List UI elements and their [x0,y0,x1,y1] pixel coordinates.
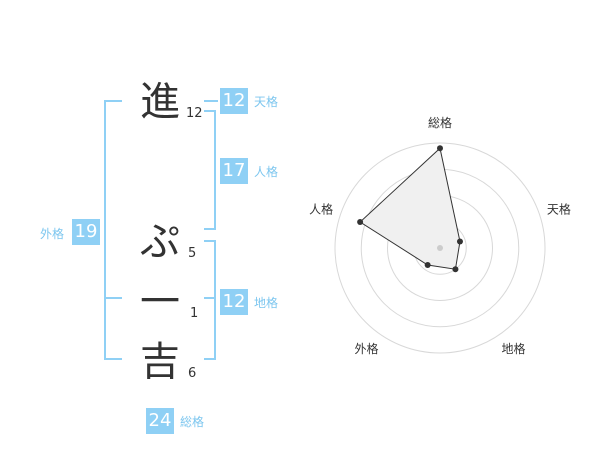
radar-point-3 [452,266,459,273]
jinkaku-badge: 17 [220,158,248,184]
chikaku-bracket-tick [204,297,216,299]
radar-axis-label-3: 地格 [501,341,525,356]
stroke-count-1: 12 [186,106,203,121]
tenkaku-badge: 12 [220,88,248,114]
radar-axis-label-4: 外格 [355,341,379,356]
radar-ring [334,142,546,354]
radar-area [359,147,461,270]
gaikaku-bracket-tick [104,297,122,299]
gaikaku-badge: 19 [72,219,100,245]
gaikaku-label: 外格 [40,227,65,241]
name-char-1: 進 [140,79,180,125]
radar-axis-label-1: 総格 [428,115,452,130]
radar-point-1 [437,145,443,152]
chikaku-label: 地格 [254,296,279,310]
tenkaku-label: 天格 [254,95,279,109]
radar-point-5 [357,219,364,226]
radar-point-2 [456,238,463,245]
stroke-count-2: 5 [188,246,197,261]
name-char-3: 一 [140,279,180,325]
radar-axis-label-5: 人格 [309,201,333,216]
chikaku-badge: 12 [220,289,248,315]
radar-center-dot [437,245,443,251]
tenkaku-bracket [204,100,218,102]
name-char-2: ぷ [140,219,180,265]
radar-point-4 [424,261,431,268]
name-char-4: 吉 [140,339,180,385]
radar-axis-label-2: 天格 [547,201,571,216]
soukaku-badge: 24 [146,408,174,434]
gaikaku-bracket [104,100,122,360]
jinkaku-label: 人格 [254,165,279,179]
stroke-count-3: 1 [190,306,199,321]
soukaku-label: 総格 [180,415,205,429]
chikaku-bracket [204,240,216,360]
jinkaku-bracket [204,110,216,230]
stroke-count-4: 6 [188,366,197,381]
